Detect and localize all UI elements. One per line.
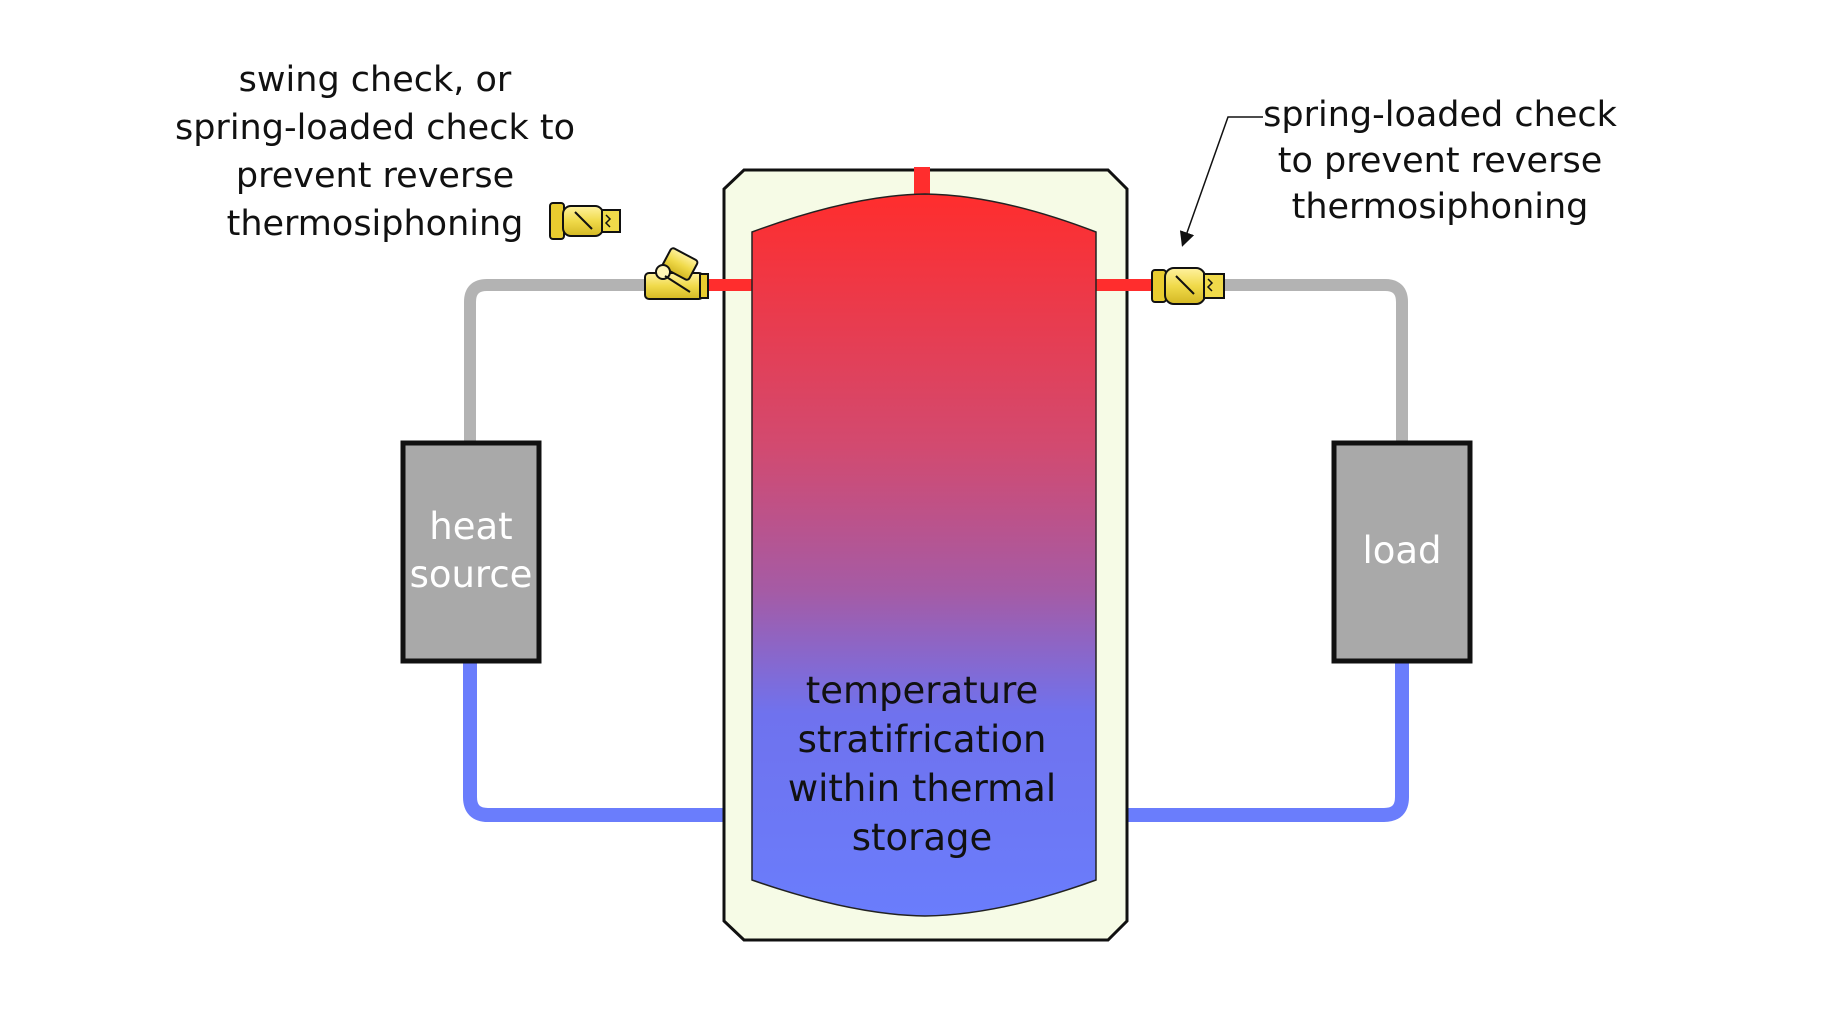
tank-caption: temperature stratifrication within therm… xyxy=(788,669,1056,859)
heat-source-label-line2: source xyxy=(410,553,533,596)
heat-source-box: heat source xyxy=(400,440,542,664)
load-label: load xyxy=(1362,529,1441,572)
left-annotation: swing check, or spring-loaded check to p… xyxy=(175,60,575,244)
legend-check-valve-icon xyxy=(549,202,621,240)
load-box: load xyxy=(1331,440,1473,664)
hot-stubs xyxy=(708,167,1152,291)
right-leader-arrow xyxy=(1179,116,1263,247)
tank-caption-line2: stratifrication xyxy=(798,718,1047,761)
spring-check-valve-icon xyxy=(1151,267,1225,305)
right-annotation: spring-loaded check to prevent reverse t… xyxy=(1179,95,1618,247)
right-note-line1: spring-loaded check xyxy=(1263,95,1617,135)
right-note-line3: thermosiphoning xyxy=(1292,187,1589,227)
return-piping-blue xyxy=(463,660,1409,822)
heat-source-label-line1: heat xyxy=(429,505,512,548)
tank-caption-line3: within thermal xyxy=(788,767,1056,810)
supply-piping-gray xyxy=(464,279,1408,442)
left-note-line3: prevent reverse xyxy=(236,156,514,196)
left-note-line2: spring-loaded check to xyxy=(175,108,575,148)
tank-caption-line4: storage xyxy=(852,816,993,859)
left-note-line1: swing check, or xyxy=(239,60,512,100)
tank-caption-line1: temperature xyxy=(806,669,1039,712)
swing-check-valve-icon xyxy=(644,247,709,300)
left-note-line4: thermosiphoning xyxy=(227,204,524,244)
right-note-line2: to prevent reverse xyxy=(1278,141,1602,181)
storage-tank xyxy=(751,193,1097,917)
